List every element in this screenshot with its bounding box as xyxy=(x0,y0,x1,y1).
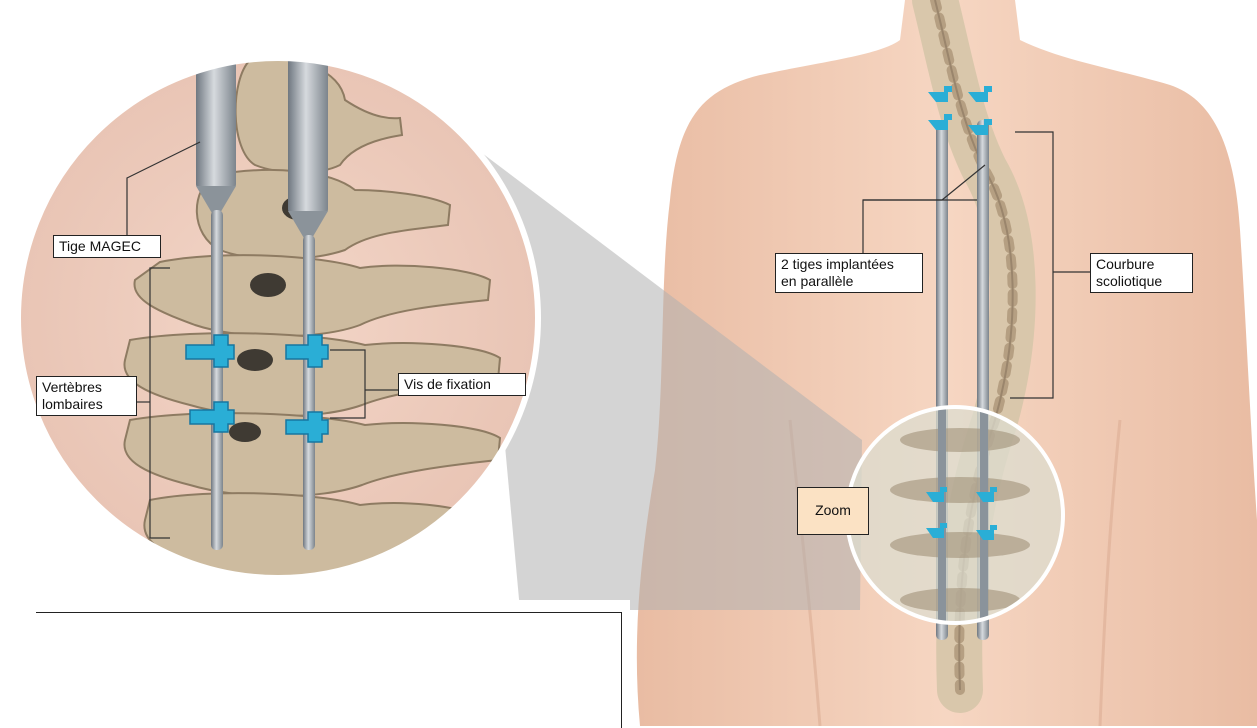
label-deux-tiges: 2 tiges implantées en parallèle xyxy=(775,253,923,293)
label-vis-de-fixation: Vis de fixation xyxy=(398,373,526,396)
label-vertebres-lombaires: Vertèbres lombaires xyxy=(36,376,137,416)
label-courbure-scoliotique: Courbure scoliotique xyxy=(1090,253,1193,293)
label-zoom: Zoom xyxy=(797,487,869,535)
magnified-circle xyxy=(18,40,538,578)
label-tige-magec: Tige MAGEC xyxy=(53,235,161,258)
caption-box xyxy=(36,612,622,728)
